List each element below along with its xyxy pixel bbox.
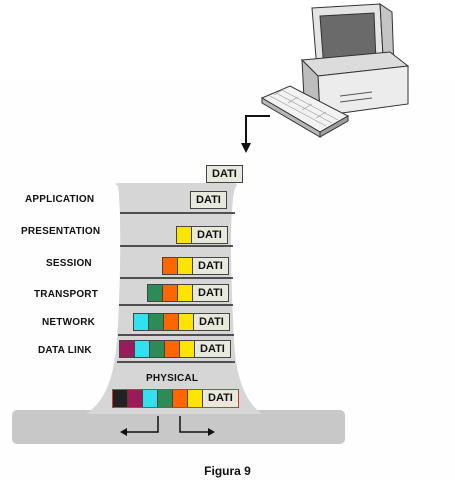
header-transport [149, 314, 164, 330]
network-base-platform [12, 410, 345, 444]
header-presentation [179, 314, 194, 330]
header-session [164, 314, 179, 330]
header-data-link [120, 341, 135, 357]
data-label: DATI [194, 314, 229, 330]
header-data-link [128, 390, 143, 407]
computer-icon [260, 3, 410, 138]
layer-label-physical: PHYSICAL [146, 373, 199, 384]
header-session [163, 285, 178, 301]
data-label: DATI [193, 285, 228, 301]
data-packet-application: DATI [190, 191, 227, 209]
layer-label-network: NETWORK [42, 317, 96, 328]
data-packet-presentation: DATI [176, 226, 228, 244]
data-packet-network: DATI [133, 313, 230, 331]
data-label: DATI [192, 227, 227, 243]
data-label: DATI [195, 341, 230, 357]
keyboard-keys [269, 88, 339, 127]
header-network [134, 314, 149, 330]
data-label: DATI [207, 166, 242, 182]
header-network [135, 341, 150, 357]
data-label: DATI [203, 390, 238, 407]
header-transport [150, 341, 165, 357]
header-presentation [180, 341, 195, 357]
figure-caption: Figura 9 [204, 464, 251, 478]
left-direction-arrow [120, 416, 159, 436]
layer-label-data-link: DATA LINK [38, 345, 92, 356]
right-direction-arrow [179, 416, 215, 436]
header-network [143, 390, 158, 407]
header-presentation [188, 390, 203, 407]
layer-separators [117, 212, 235, 363]
computer-connector-arrow [241, 115, 270, 153]
header-physical [113, 390, 128, 407]
header-session [165, 341, 180, 357]
layer-label-transport: TRANSPORT [34, 289, 99, 300]
data-packet-physical: DATI [112, 389, 239, 408]
header-presentation [178, 258, 193, 274]
layer-label-application: APPLICATION [25, 194, 95, 205]
header-session [173, 390, 188, 407]
data-packet-transport: DATI [147, 284, 229, 302]
header-presentation [177, 227, 192, 243]
header-transport [158, 390, 173, 407]
layer-label-session: SESSION [46, 258, 92, 269]
data-packet-session: DATI [162, 257, 229, 275]
header-transport [148, 285, 163, 301]
data-label: DATI [193, 258, 228, 274]
data-label: DATI [191, 192, 226, 208]
layer-label-presentation: PRESENTATION [21, 226, 101, 237]
header-session [163, 258, 178, 274]
header-presentation [178, 285, 193, 301]
data-packet-data-link: DATI [119, 340, 231, 358]
data-packet-input: DATI [206, 165, 243, 183]
